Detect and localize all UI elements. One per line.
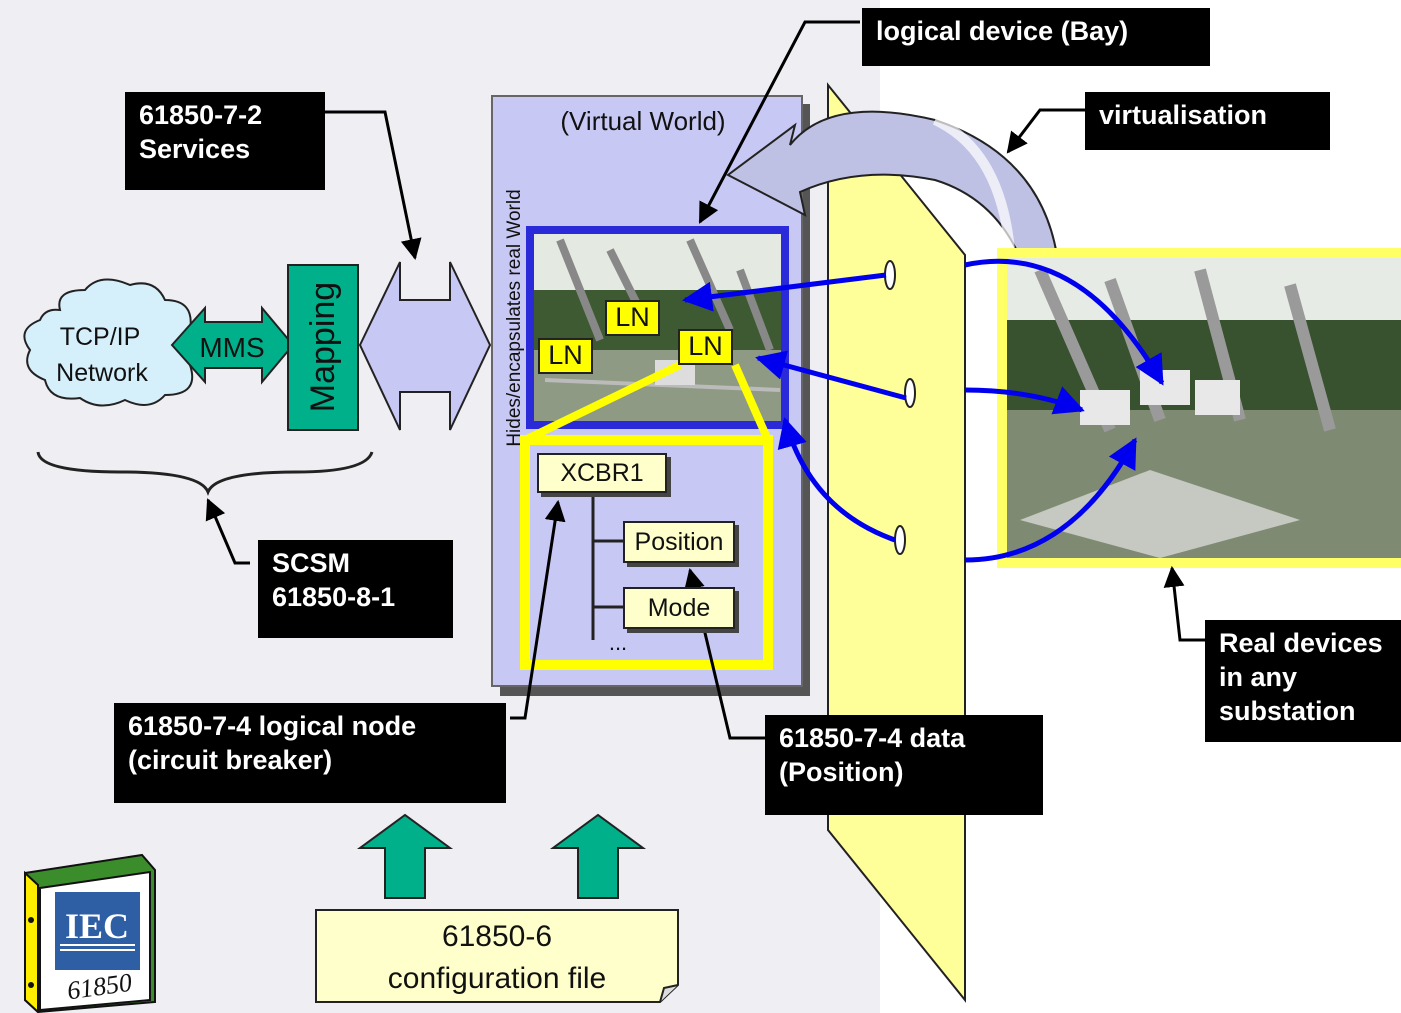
wall-port-1 xyxy=(884,260,896,290)
mms-label: MMS xyxy=(199,332,264,363)
data-position-label: 61850-7-4 data (Position) xyxy=(765,715,1043,815)
up-arrow-left xyxy=(356,813,454,899)
cloud-line-2: Network xyxy=(56,359,148,387)
wall-port-2 xyxy=(904,378,916,408)
real-substation-photo xyxy=(1007,258,1401,558)
config-line-2: configuration file xyxy=(388,962,606,995)
mapping-block xyxy=(287,264,359,431)
xcbr1-node: XCBR1 xyxy=(537,453,667,493)
virtual-world-title: (Virtual World) xyxy=(560,106,725,136)
real-devices-label: Real devices in any substation xyxy=(1205,620,1401,742)
tcpip-cloud xyxy=(23,278,201,407)
scsm-label: SCSM 61850-8-1 xyxy=(258,540,453,638)
logical-node-label: 61850-7-4 logical node (circuit breaker) xyxy=(114,703,506,803)
zoom-line-right xyxy=(731,363,772,442)
zoom-line-left xyxy=(523,361,682,444)
hides-real-world-text: Hides/encapsulates real World xyxy=(504,189,525,446)
virtualisation-label: virtualisation xyxy=(1085,92,1330,150)
cloud-line-1: TCP/IP xyxy=(60,323,141,351)
wall-port-3 xyxy=(894,525,906,555)
iec-book-icon xyxy=(24,853,156,1013)
config-line-1: 61850-6 xyxy=(442,920,552,953)
logical-node-ln-3: LN xyxy=(678,329,733,365)
logical-device-label: logical device (Bay) xyxy=(862,8,1210,66)
logical-device-frame xyxy=(526,226,789,429)
tree-connector xyxy=(591,494,625,640)
services-label: 61850-7-2 Services xyxy=(125,92,325,190)
up-arrow-right xyxy=(549,813,647,899)
tree-ellipsis: ... xyxy=(609,630,627,655)
iec-book-brand: IEC xyxy=(65,906,129,946)
logical-node-ln-2: LN xyxy=(538,338,593,374)
blue-mapping-arrows xyxy=(682,258,1165,563)
position-node: Position xyxy=(623,521,735,563)
mode-node: Mode xyxy=(623,587,735,629)
scsm-brace xyxy=(36,451,374,497)
mapping-label: Mapping xyxy=(304,282,342,412)
logical-node-ln-1: LN xyxy=(605,300,660,336)
services-arrow xyxy=(358,261,492,431)
